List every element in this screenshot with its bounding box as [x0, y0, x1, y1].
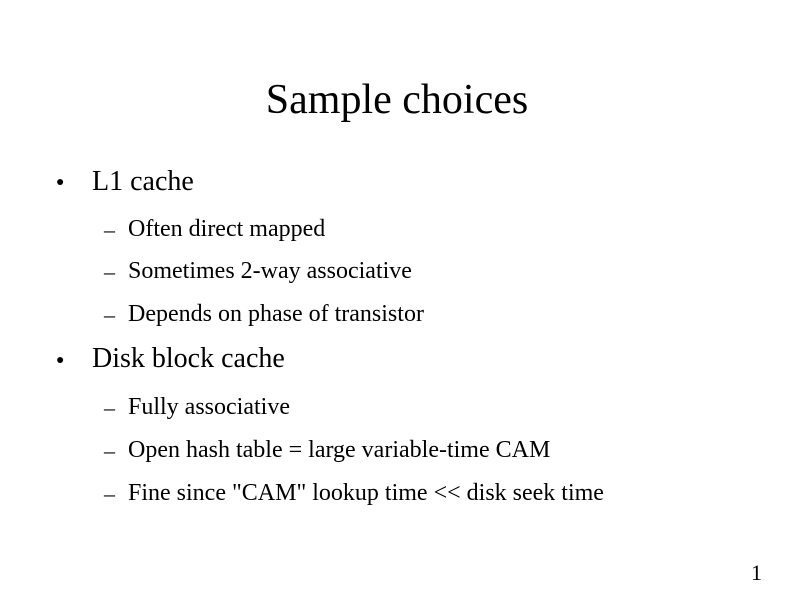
bullet-text: Disk block cache: [92, 343, 285, 374]
dash-icon: –: [104, 395, 115, 420]
sub-item-text: Fine since "CAM" lookup time << disk see…: [128, 480, 604, 506]
sub-item-text: Fully associative: [128, 394, 290, 420]
sub-item-text: Depends on phase of transistor: [128, 301, 424, 327]
bullet-text: L1 cache: [92, 166, 194, 197]
page-number: 1: [751, 560, 762, 585]
dash-icon: –: [104, 481, 115, 506]
sub-item-text: Open hash table = large variable-time CA…: [128, 437, 551, 463]
dash-icon: –: [104, 217, 115, 242]
dash-icon: –: [104, 438, 115, 463]
dash-icon: –: [104, 302, 115, 327]
bullet-icon: ●: [56, 175, 65, 190]
slide-title: Sample choices: [265, 77, 529, 123]
bullet-icon: ●: [56, 353, 65, 368]
sub-item-text: Sometimes 2-way associative: [128, 258, 412, 284]
dash-icon: –: [104, 259, 115, 284]
sub-item-text: Often direct mapped: [128, 216, 326, 242]
